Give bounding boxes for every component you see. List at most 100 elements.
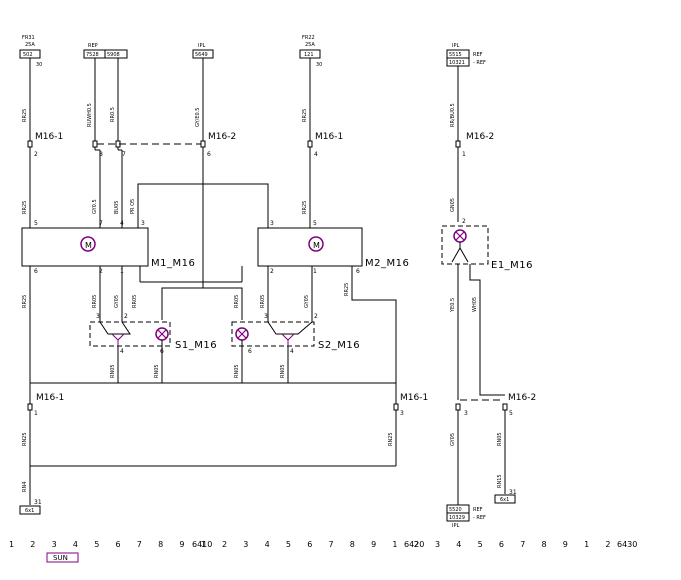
pin-number: 6 — [356, 268, 360, 275]
ruler-tick: 6 — [499, 540, 504, 549]
fuse-fr22-name: FR22 — [302, 35, 315, 41]
pin-number: 1 — [34, 410, 38, 417]
pin-number: 2 — [314, 313, 318, 320]
wire-label: GN05 — [450, 198, 456, 212]
ipl-top-b-tag1: 5515 — [449, 52, 462, 58]
connector-m16-1-label: M16-1 — [35, 132, 63, 142]
motor-icon — [308, 236, 324, 252]
wire-label: GY0.5 — [92, 199, 98, 214]
pin-number: 4 — [314, 151, 318, 158]
ruler-tick: 3 — [435, 540, 440, 549]
ruler-tick: 4 — [73, 540, 78, 549]
ruler-tick: 7 — [137, 540, 142, 549]
wire-label: RR05 — [234, 295, 240, 308]
ruler-tick: 2 — [414, 540, 419, 549]
ruler-tick: 7 — [329, 540, 334, 549]
ruler-tick: 9 — [179, 540, 184, 549]
wire-labels-bus: RN05 RN05 RN05 RN05 — [110, 364, 286, 378]
switch-s2: 3 2 6 4 S2_M16 — [231, 313, 360, 355]
pin-number: 5 — [509, 410, 513, 417]
wire-label: RR25 — [302, 109, 308, 122]
ruler-section-6420: 6420 — [404, 540, 424, 549]
lower-wires — [29, 264, 505, 408]
motor-glyph: M — [313, 241, 320, 250]
motor-icon — [80, 236, 96, 252]
wire-label: RN05 — [497, 432, 503, 446]
ruler-tick: 8 — [158, 540, 163, 549]
wire-label: RN05 — [110, 364, 116, 378]
wire-label: RR25 — [22, 109, 28, 122]
ruler-tick: 4 — [456, 540, 461, 549]
pin-number: 6 — [207, 151, 211, 158]
component-m2-label: M2_M16 — [365, 258, 409, 269]
ruler-tick: 4 — [265, 540, 270, 549]
pin-number: 6 — [248, 348, 252, 355]
wire-label: RN25 — [388, 432, 394, 446]
sun-marker-label: SUN — [53, 554, 68, 562]
wire-label: GY/E0.5 — [195, 108, 201, 127]
pin-number: 4 — [120, 220, 124, 227]
ruler-tick: 1 — [584, 540, 589, 549]
pin-number: 4 — [290, 348, 294, 355]
component-e1-label: E1_M16 — [491, 260, 533, 271]
ruler-tick: 1 — [9, 540, 14, 549]
fuse-fr22-tag: 121 — [304, 52, 314, 58]
ipl-bottom-ref2: - REF — [473, 515, 486, 521]
fuse-fr31-tag: 502 — [23, 52, 33, 58]
pin-number: 3 — [400, 410, 404, 417]
ipl-top-b-ref1: REF — [473, 52, 483, 58]
ref-connector: REP 7528 5908 — [83, 43, 128, 59]
pin-number: 2 — [270, 268, 274, 275]
supply-wires — [29, 58, 459, 142]
ruler-section-6410: 6410 — [192, 540, 212, 549]
motor-glyph: M — [85, 241, 92, 250]
motor-m1: M 5 7 4 3 6 2 1 M1_M16 — [21, 220, 195, 275]
m16-connector-top: M16-1 M16-2 M16-1 M16-2 2 8 7 6 4 1 — [27, 132, 494, 158]
ground-g1: 31 6x1 — [19, 499, 42, 515]
ruler-tick: 5 — [478, 540, 483, 549]
fuse-fr31: FR31 25A 502 30 — [19, 35, 42, 68]
ruler-sections: 6410 6420 6430 — [192, 540, 637, 549]
ref-connector-tag2: 5908 — [107, 52, 120, 58]
ruler-tick: 1 — [201, 540, 206, 549]
lamp-e1: 2 E1_M16 — [441, 218, 533, 271]
ruler-tick: 5 — [286, 540, 291, 549]
wire-label: RN05 — [280, 364, 286, 378]
ipl-bottom: 5520 10329 REF - REF IPL — [446, 504, 486, 529]
pin-number: 7 — [122, 151, 126, 158]
ruler-tick: 3 — [243, 540, 248, 549]
sun-marker-box — [46, 552, 79, 563]
wire-label: YE0.5 — [450, 298, 456, 313]
ruler-tick: 1 — [392, 540, 397, 549]
connector-m16-1-label-c: M16-1 — [36, 393, 64, 403]
pin-number: 5 — [313, 220, 317, 227]
wire-label: RR0.5 — [110, 107, 116, 122]
ruler-tick: 8 — [542, 540, 547, 549]
connector-m16-1-label-d: M16-1 — [400, 393, 428, 403]
wire-label: RN4 — [22, 482, 28, 492]
ruler-tick: 3 — [52, 540, 57, 549]
ipl-bottom-tag2: 10329 — [449, 515, 465, 521]
pin-number: 31 — [509, 489, 517, 496]
fuse-fr31-rating: 25A — [25, 42, 35, 48]
wire-labels-ground: RN25 RN25 RN4 GY05 RN05 RN15 — [22, 432, 503, 492]
fuse-fr31-name: FR31 — [22, 35, 35, 41]
wire-label: GY05 — [304, 295, 310, 308]
wire-labels-upper: RR25 RUWH0.5 RR0.5 GY/E0.5 RR25 RR/BU0.5 — [22, 103, 456, 127]
ruler-tick: 6 — [116, 540, 121, 549]
ruler-tick: 9 — [563, 540, 568, 549]
component-s2-label: S2_M16 — [318, 340, 360, 351]
ground-box — [494, 494, 516, 504]
pin-number: 8 — [99, 151, 103, 158]
wire-label: RR25 — [344, 283, 350, 296]
pin-number: 31 — [34, 499, 42, 506]
fuse-fr22-pin: 30 — [316, 62, 322, 68]
ruler-tick: 5 — [94, 540, 99, 549]
ruler-tick: 9 — [371, 540, 376, 549]
ipl-top-b-ref2: - REF — [473, 60, 486, 66]
ground-label: 6x1 — [500, 497, 509, 503]
pin-number: 3 — [464, 410, 468, 417]
pin-number: 4 — [120, 348, 124, 355]
ruler-tick: 2 — [30, 540, 35, 549]
